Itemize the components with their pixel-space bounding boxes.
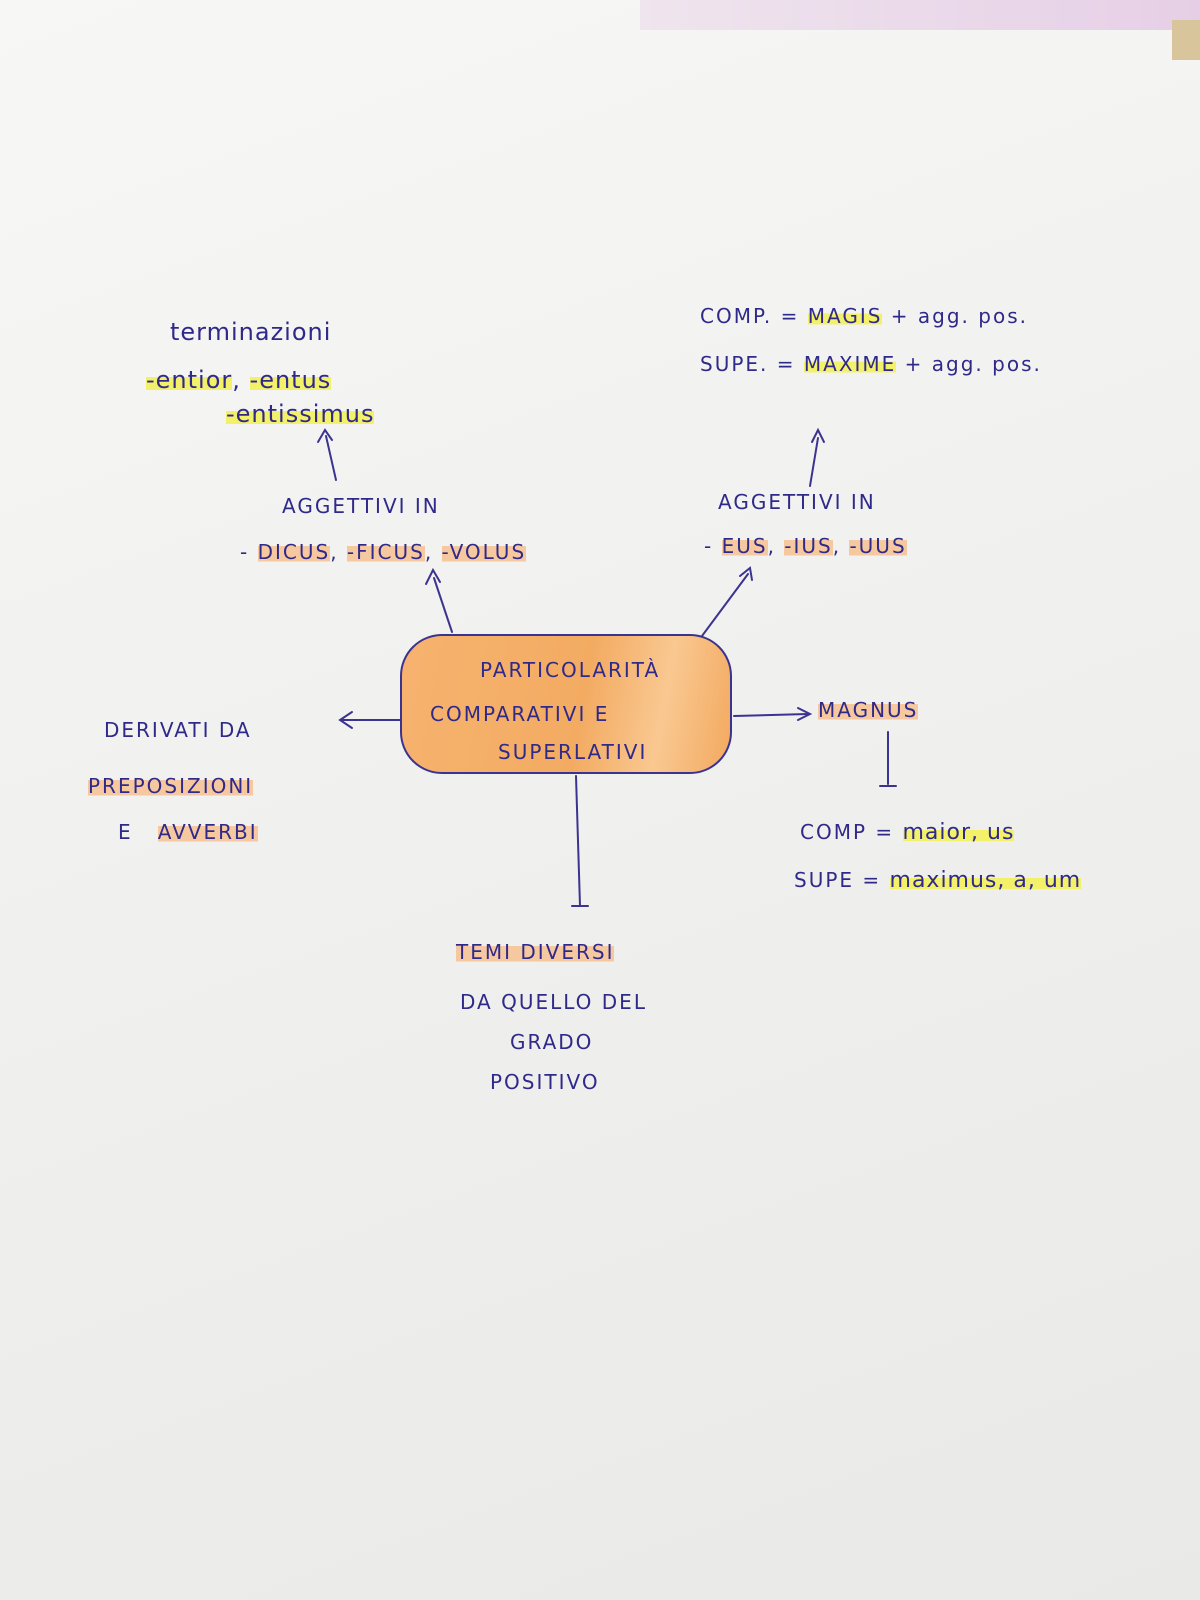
center-subtitle-1: COMPARATIVI E	[430, 702, 610, 726]
maxime-supe-label: SUPE. =	[700, 352, 796, 376]
arrow-head-derivati	[338, 711, 353, 729]
center-subtitle-2: SUPERLATIVI	[498, 740, 648, 764]
magnus-comp: COMP = maior, us	[800, 820, 1015, 845]
tan-sheet-corner	[1172, 20, 1200, 60]
dicus-suffixes: - DICUS, -FICUS, -VOLUS	[240, 540, 527, 564]
magis-rule: COMP. = MAGIS + agg. pos.	[700, 304, 1028, 328]
dicus-title: AGGETTIVI IN	[282, 494, 440, 518]
terminazioni-heading: terminazioni	[170, 318, 332, 346]
pink-sheet-corner	[640, 0, 1200, 30]
magnus-supe: SUPE = maximus, a, um	[794, 868, 1082, 893]
magnus-comp-label: COMP =	[800, 820, 895, 844]
arrow-to-dicus	[433, 577, 453, 633]
arrow-to-eus	[701, 573, 749, 637]
suffix-volus: -VOLUS	[441, 540, 527, 564]
arrow-to-magis	[809, 437, 819, 487]
arrow-head-dicus	[425, 567, 441, 585]
temi-line-2: DA QUELLO DEL	[460, 990, 647, 1014]
arrow-head-terminazioni	[317, 428, 333, 443]
derivati-avverbi: AVVERBI	[157, 820, 258, 844]
ending-entus: -entus	[249, 366, 332, 394]
suffix-ius: -IUS	[784, 534, 833, 558]
suffix-uus: -UUS	[849, 534, 907, 558]
magnus-comp-value: maior, us	[902, 820, 1015, 845]
magis-word: MAGIS	[807, 304, 883, 328]
magis-comp-label: COMP. =	[700, 304, 800, 328]
magnus-supe-value: maximus, a, um	[889, 868, 1082, 893]
eus-title: AGGETTIVI IN	[718, 490, 876, 514]
temi-line-4: POSITIVO	[490, 1070, 600, 1094]
arrow-to-temi	[575, 775, 581, 907]
magnus-supe-label: SUPE =	[794, 868, 882, 892]
dicus-dash: -	[240, 540, 250, 564]
ending-separator: ,	[232, 366, 250, 394]
center-title: PARTICOLARITÀ	[480, 658, 661, 682]
arrow-to-magnus	[733, 713, 809, 717]
maxime-word: MAXIME	[803, 352, 897, 376]
arrow-head-magnus	[797, 707, 813, 721]
suffix-ficus: -FICUS	[346, 540, 425, 564]
ending-entissimus: -entissimus	[226, 400, 375, 428]
ending-entior: -entior	[146, 366, 233, 394]
arrow-head-magis	[811, 427, 825, 443]
endings-line-1: -entior, -entus	[146, 366, 332, 394]
central-node: PARTICOLARITÀ COMPARATIVI E SUPERLATIVI	[400, 634, 732, 774]
temi-line-3: GRADO	[510, 1030, 594, 1054]
temi-line-1: TEMI DIVERSI	[456, 940, 615, 964]
derivati-line-3: E AVVERBI	[118, 820, 258, 844]
suffix-eus: EUS	[721, 534, 768, 558]
magis-rest: + agg. pos.	[890, 304, 1028, 328]
derivati-line-1: DERIVATI DA	[104, 718, 252, 742]
arrow-to-terminazioni	[325, 435, 337, 481]
derivati-e: E	[118, 820, 133, 844]
eus-dash: -	[704, 534, 714, 558]
maxime-rest: + agg. pos.	[904, 352, 1042, 376]
magnus-word: MAGNUS	[818, 698, 919, 722]
arrow-head-eus	[739, 566, 753, 581]
maxime-rule: SUPE. = MAXIME + agg. pos.	[700, 352, 1042, 376]
suffix-dicus: DICUS	[257, 540, 331, 564]
endings-line-2: -entissimus	[226, 400, 375, 428]
derivati-line-2: PREPOSIZIONI	[88, 774, 254, 798]
eus-suffixes: - EUS, -IUS, -UUS	[704, 534, 907, 558]
